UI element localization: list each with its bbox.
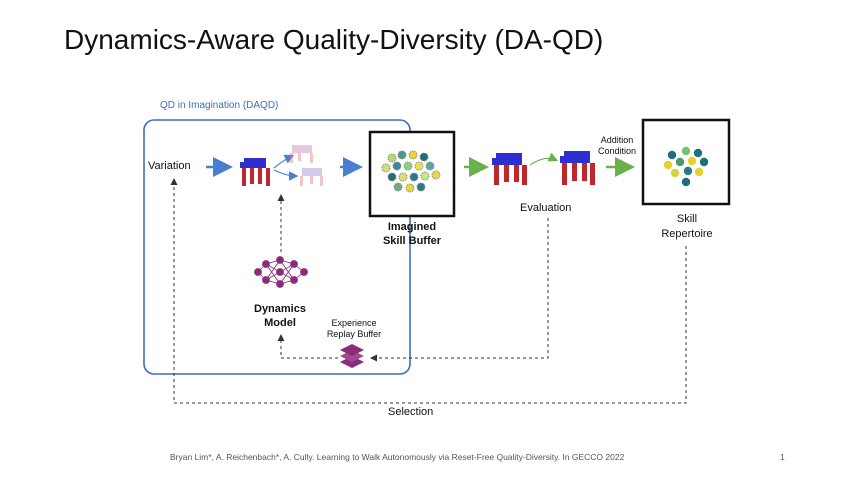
addition-condition-label: Addition Condition — [597, 135, 637, 156]
robot-icon — [560, 151, 595, 185]
skill-repertoire-box — [641, 118, 731, 206]
repertoire-skills-dots — [663, 146, 709, 187]
variation-label: Variation — [148, 160, 191, 172]
qd-imagination-box — [143, 119, 411, 375]
citation-footer: Bryan Lim*, A. Reichenbach*, A. Cully. L… — [170, 452, 625, 462]
robot-icon — [240, 158, 270, 186]
neural-network-icon — [254, 256, 308, 288]
imagined-robot-icon — [300, 168, 323, 186]
robot-icon — [492, 153, 527, 185]
slide-title: Dynamics-Aware Quality-Diversity (DA-QD) — [64, 24, 604, 55]
imagined-skill-buffer-label: Imagined Skill Buffer — [382, 221, 442, 247]
experience-replay-label: Experience Replay Buffer — [326, 318, 382, 339]
imagined-skills-dots — [381, 150, 441, 193]
dynamics-model-label: Dynamics Model — [254, 303, 306, 329]
page-number: 1 — [780, 452, 785, 462]
skill-repertoire-label: Skill Repertoire — [661, 213, 713, 240]
replay-buffer-stack-icon — [340, 344, 364, 368]
qd-box-label: QD in Imagination (DAQD) — [160, 100, 279, 111]
imagined-robot-icon — [290, 145, 313, 163]
selection-label: Selection — [388, 406, 434, 418]
evaluation-label: Evaluation — [520, 202, 572, 214]
